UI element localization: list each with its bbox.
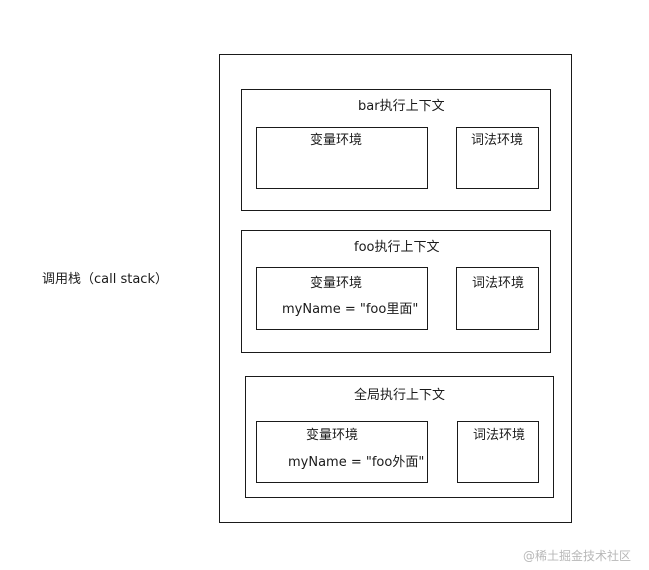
watermark: @稀土掘金技术社区 [523,549,632,563]
global-variable-environment [256,421,428,483]
global-variable-environment-content: myName = "foo外面" [288,455,425,470]
foo-lexical-environment-title: 词法环境 [472,276,525,291]
global-context-title: 全局执行上下文 [354,388,446,403]
foo-variable-environment-title: 变量环境 [310,276,363,291]
foo-lexical-environment [456,267,539,330]
foo-context-title: foo执行上下文 [354,240,440,255]
foo-variable-environment [256,267,428,330]
foo-variable-environment-content: myName = "foo里面" [282,302,419,317]
global-lexical-environment [457,421,539,483]
bar-lexical-environment-title: 词法环境 [471,133,524,148]
bar-context-title: bar执行上下文 [358,99,445,114]
bar-variable-environment-title: 变量环境 [310,133,363,148]
bar-lexical-environment [456,127,539,189]
call-stack-label: 调用栈（call stack） [42,272,168,287]
global-variable-environment-title: 变量环境 [306,428,359,443]
bar-variable-environment [256,127,428,189]
global-lexical-environment-title: 词法环境 [473,428,526,443]
